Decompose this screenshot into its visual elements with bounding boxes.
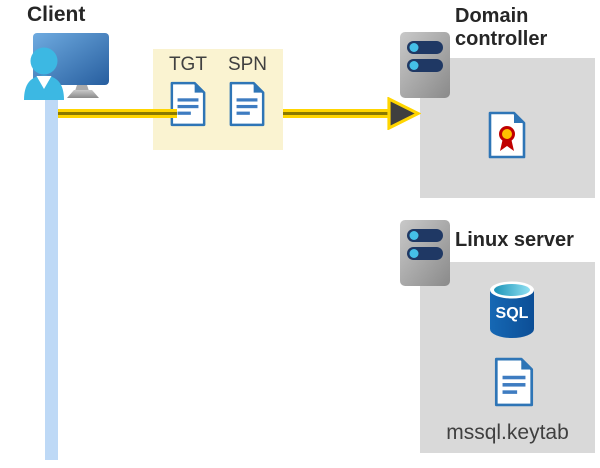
arrow-shaft-left [58, 109, 177, 118]
keytab-filename: mssql.keytab [446, 421, 569, 444]
client-label: Client [27, 3, 86, 26]
person-head [30, 47, 58, 75]
server-icon [400, 32, 450, 98]
right-arrow-icon [387, 97, 421, 130]
client-lifeline [45, 94, 58, 460]
spn-label: SPN [227, 54, 268, 75]
tgt-label: TGT [168, 54, 207, 75]
domain-controller-label: Domain controller [455, 5, 548, 50]
monitor-stand-base [67, 90, 99, 98]
document-icon [170, 81, 206, 127]
sql-text: SQL [496, 305, 529, 322]
person-collar [36, 76, 52, 89]
server-icon [400, 220, 450, 286]
monitor-screen [33, 33, 109, 85]
spn-ticket: SPN [228, 54, 267, 150]
document-icon [494, 357, 534, 407]
document-icon [230, 81, 265, 127]
arrow-shaft-right [283, 109, 390, 118]
monitor-stand-neck [75, 85, 89, 91]
sql-database-icon: SQL [490, 281, 534, 338]
client-workstation-icon [24, 33, 109, 100]
certificate-icon [488, 111, 526, 159]
linux-server-label: Linux server [455, 229, 574, 251]
tgt-ticket: TGT [169, 54, 207, 150]
ticket-box: TGT SPN [153, 49, 283, 150]
